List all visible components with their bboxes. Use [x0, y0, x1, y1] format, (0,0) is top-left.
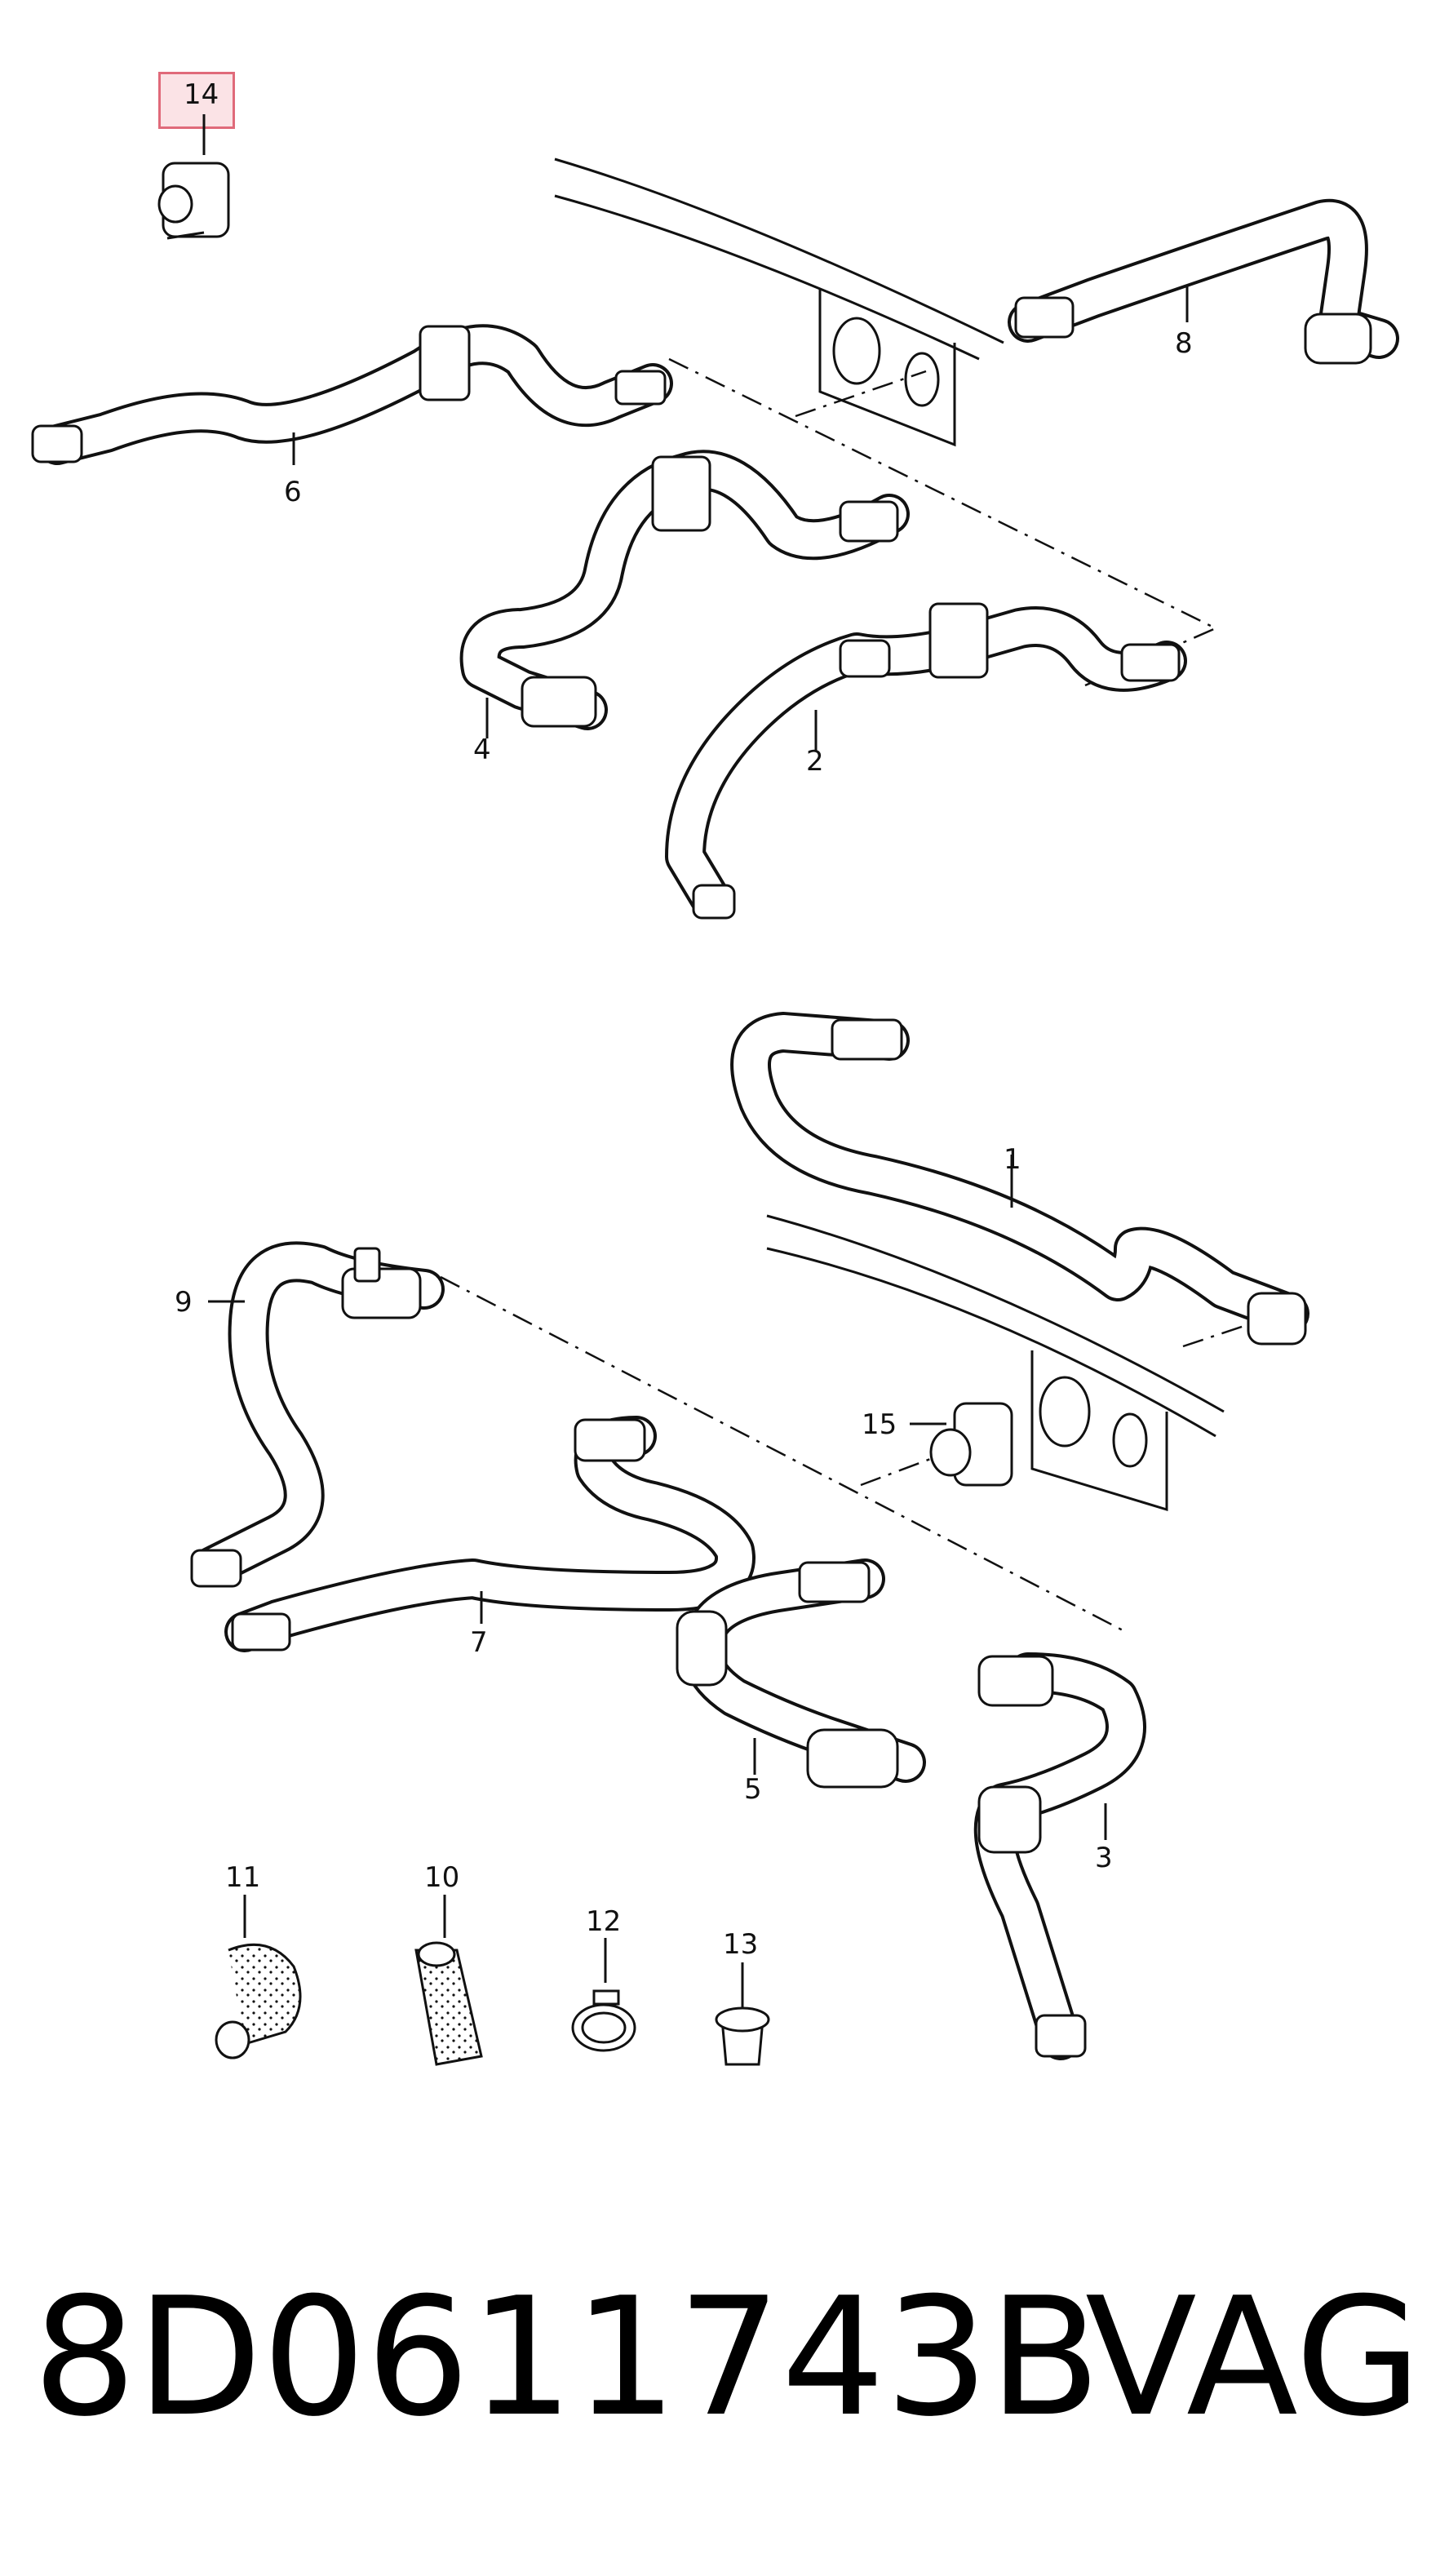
callout-15: 15 — [862, 1408, 897, 1441]
hose-clamp-12 — [571, 1989, 636, 2052]
brand-name: VAG — [1085, 2263, 1422, 2453]
fitting-14 — [157, 162, 230, 240]
hose-piece-11 — [215, 1943, 302, 2059]
hose-4 — [459, 450, 910, 730]
hose-6 — [31, 324, 673, 465]
callout-9: 9 — [175, 1286, 193, 1319]
hose-7 — [224, 1416, 756, 1652]
callout-10: 10 — [424, 1861, 459, 1894]
centerline-bottom — [440, 1275, 1127, 1634]
callout-3: 3 — [1095, 1842, 1113, 1874]
hose-9 — [190, 1241, 445, 1588]
footer: 8D0611743B VAG — [0, 2252, 1449, 2464]
hose-piece-10 — [414, 1941, 483, 2066]
callout-14: 14 — [184, 78, 219, 111]
callout-1: 1 — [1004, 1143, 1021, 1176]
callout-4: 4 — [473, 734, 491, 766]
highlighted-callout-box — [158, 72, 235, 129]
centerline-bottom-branch — [1182, 1320, 1257, 1348]
hose-1 — [730, 1012, 1309, 1346]
hose-6-bracket — [419, 325, 471, 401]
hose-5 — [676, 1558, 926, 1789]
brake-vacuum-hose-diagram: 14 6 8 4 2 1 9 15 7 5 3 11 10 12 13 — [31, 78, 1399, 2066]
callout-2: 2 — [806, 745, 824, 778]
callout-13: 13 — [723, 1928, 758, 1961]
part-number: 8D0611743B — [33, 2263, 1101, 2453]
fitting-15 — [929, 1402, 1013, 1487]
body-panel-top — [554, 157, 1004, 447]
hose-3 — [973, 1652, 1146, 2060]
callout-11: 11 — [225, 1861, 260, 1894]
body-panel-bottom — [766, 1214, 1225, 1512]
callout-8: 8 — [1175, 327, 1193, 360]
hose-2 — [665, 602, 1187, 920]
callout-7: 7 — [470, 1626, 488, 1659]
callout-5: 5 — [744, 1773, 762, 1806]
clip-nut-13 — [715, 2006, 770, 2066]
callout-12: 12 — [586, 1905, 621, 1938]
leader-lines — [202, 114, 1189, 2007]
callout-6: 6 — [284, 476, 302, 508]
hose-8 — [1008, 198, 1399, 365]
